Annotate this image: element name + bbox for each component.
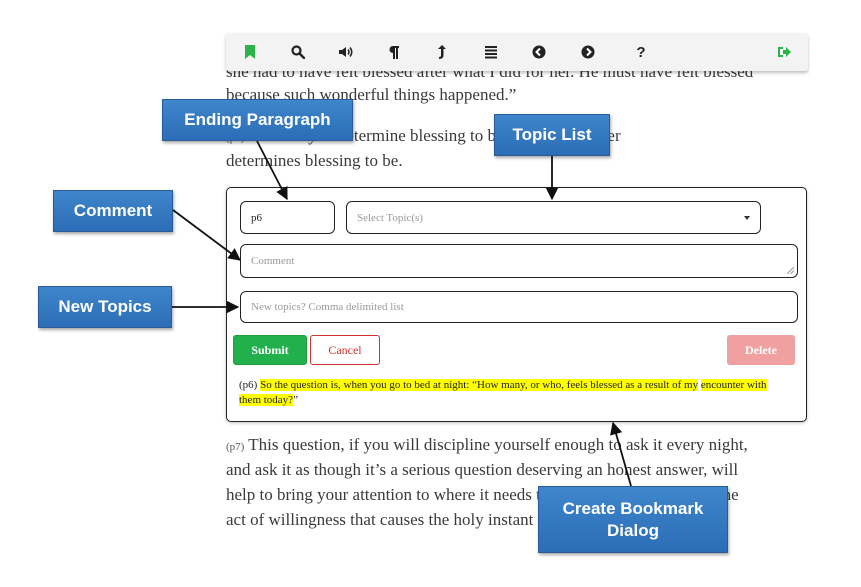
next-icon[interactable] [578,42,598,62]
ending-paragraph-input[interactable] [251,211,324,224]
exit-icon[interactable] [774,42,794,62]
resize-handle-icon[interactable] [787,267,794,274]
comment-field[interactable] [240,244,798,278]
bookmark-excerpt: (p6) So the question is, when you go to … [239,378,789,408]
topic-select-placeholder: Select Topic(s) [357,211,423,224]
previous-icon[interactable] [529,42,549,62]
new-topics-input[interactable] [251,301,787,313]
callout-ending-paragraph: Ending Paragraph [162,99,353,141]
search-icon[interactable] [288,42,308,62]
cancel-button[interactable]: Cancel [310,335,380,365]
new-topics-field[interactable] [240,291,798,323]
text-line-4: determines blessing to be. [226,151,403,170]
submit-button[interactable]: Submit [233,335,307,365]
delete-button[interactable]: Delete [727,335,795,365]
paragraph-icon[interactable] [384,42,404,62]
callout-create-bookmark-line-1: Create Bookmark [562,498,704,518]
callout-create-bookmark-line-2: Dialog [607,520,659,540]
comment-input[interactable] [251,255,787,267]
excerpt-end-quote: ” [293,394,298,406]
text-p7-line-1: (p7) This question, if you will discipli… [226,434,748,458]
callout-topic-list: Topic List [494,114,610,156]
help-glyph: ? [636,43,646,61]
help-icon[interactable]: ? [631,42,651,62]
callout-new-topics: New Topics [38,286,172,328]
excerpt-paragraph-number: (p6) [239,379,258,391]
bookmark-icon[interactable] [240,42,260,62]
excerpt-highlight-line-1: So the question is, when you go to bed a… [260,379,699,391]
create-bookmark-dialog: Select Topic(s) Submit Cancel Delete (p6… [226,187,807,422]
callout-comment: Comment [53,190,173,232]
text-p7-line-1-content: This question, if you will discipline yo… [244,435,748,454]
audio-icon[interactable] [336,42,356,62]
paragraph-number: (p7) [226,441,245,453]
reader-toolbar: ? [226,33,808,71]
callout-create-bookmark-dialog: Create Bookmark Dialog [538,486,728,553]
ending-paragraph-field[interactable] [240,201,335,234]
text-p7-line-2: and ask it as though it’s a serious ques… [226,460,739,479]
topic-select[interactable]: Select Topic(s) [346,201,761,234]
chevron-down-icon [744,215,750,220]
share-icon[interactable] [432,42,452,62]
list-icon[interactable] [481,42,501,62]
